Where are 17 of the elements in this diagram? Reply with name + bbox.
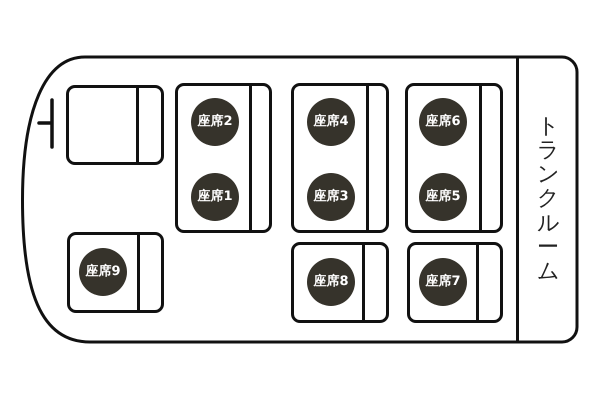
driver-seat <box>66 85 164 165</box>
bench-seat <box>405 83 503 233</box>
seat <box>67 232 164 313</box>
seat-label: 座席7 <box>419 258 467 306</box>
seat <box>407 242 503 323</box>
seat-label: 座席9 <box>79 248 127 296</box>
seat-label: 座席8 <box>307 258 355 306</box>
seat-label: 座席3 <box>307 173 355 221</box>
bench-seat <box>291 83 389 233</box>
bench-seat <box>175 83 272 233</box>
seat-label: 座席5 <box>419 173 467 221</box>
trunk-label: トランクルーム <box>537 114 559 284</box>
seat-label: 座席1 <box>191 173 239 221</box>
seat-label: 座席6 <box>419 98 467 146</box>
seat-label: 座席4 <box>307 98 355 146</box>
seat-label: 座席2 <box>191 98 239 146</box>
seat <box>291 242 389 323</box>
